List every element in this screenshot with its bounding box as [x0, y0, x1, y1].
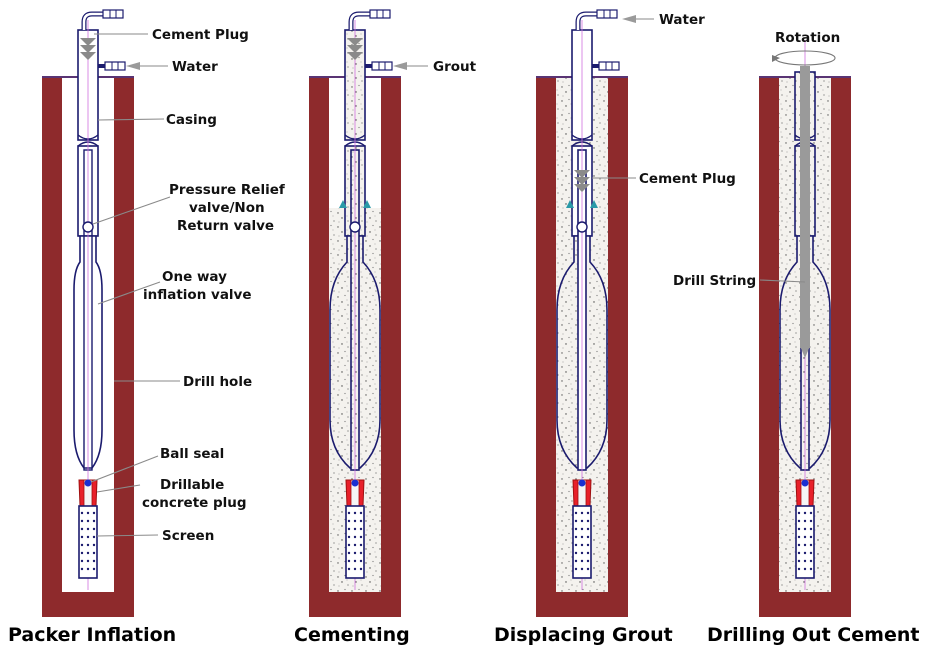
panel-drilling-out-cement: Rotation Drill String Drilling Out Cemen…: [673, 30, 919, 646]
ball-seal: [84, 479, 92, 487]
panel-packer-inflation: Cement Plug Water Casing Pressure Relief…: [8, 9, 285, 646]
label-pressure-relief-1: Pressure Relief: [169, 182, 285, 198]
label-ball-seal: Ball seal: [160, 446, 224, 462]
title-cementing: Cementing: [294, 624, 410, 646]
label-drill-hole: Drill hole: [183, 374, 252, 390]
label-cement-plug: Cement Plug: [152, 27, 249, 43]
title-packer-inflation: Packer Inflation: [8, 624, 176, 646]
label-inflation-valve-2: inflation valve: [143, 287, 252, 303]
label-water-3: Water: [659, 12, 705, 28]
pressure-relief-valve: [82, 221, 94, 233]
label-pressure-relief-3: Return valve: [177, 218, 274, 234]
label-rotation: Rotation: [775, 30, 840, 46]
label-screen: Screen: [162, 528, 214, 544]
panel-cementing: Grout Cementing: [294, 9, 477, 646]
label-pressure-relief-2: valve/Non: [189, 200, 265, 216]
panel-displacing-grout: Water Cement Plug Displacing Grout: [494, 9, 736, 646]
title-drilling-out-cement: Drilling Out Cement: [707, 624, 919, 646]
label-cement-plug-3: Cement Plug: [639, 171, 736, 187]
label-drill-string: Drill String: [673, 273, 756, 289]
label-inflation-valve-1: One way: [162, 269, 227, 285]
label-water: Water: [172, 59, 218, 75]
label-drillable: Drillable: [160, 477, 224, 493]
label-grout: Grout: [433, 59, 477, 75]
drill-string: [800, 66, 810, 348]
label-concrete-plug: concrete plug: [142, 495, 247, 511]
title-displacing-grout: Displacing Grout: [494, 624, 673, 646]
label-casing: Casing: [166, 112, 217, 128]
screen: [78, 505, 98, 579]
